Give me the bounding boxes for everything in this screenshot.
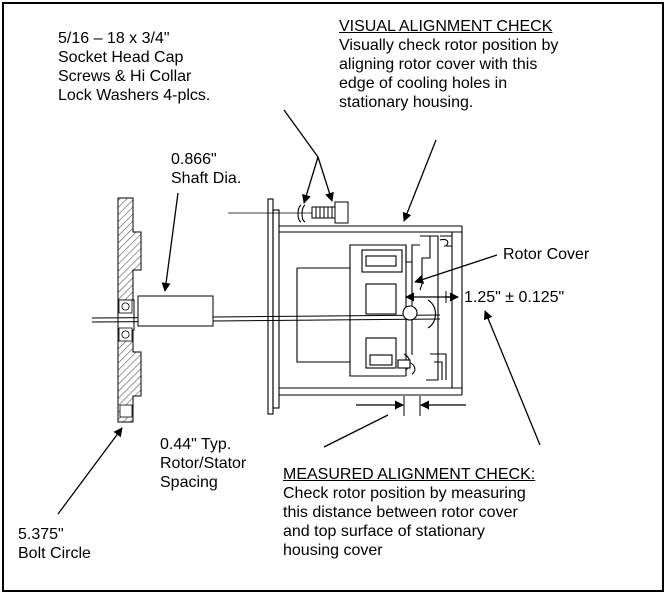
rotor-cover-label: Rotor Cover (503, 245, 589, 264)
measured-check-line-1: Check rotor position by measuring (283, 485, 526, 502)
visual-check-line-4: stationary housing. (339, 94, 474, 111)
measured-check-title: MEASURED ALIGNMENT CHECK: (283, 466, 536, 483)
shaft-label: 0.866" Shaft Dia. (171, 150, 241, 188)
spacing-line-3: Spacing (160, 474, 218, 491)
distance-label: 1.25" ± 0.125" (464, 288, 564, 307)
leader-lines (57, 109, 541, 515)
shaft (91, 295, 441, 327)
motor-housing (267, 198, 463, 415)
cap-screw (228, 201, 349, 224)
screws-line-2: Socket Head Cap (58, 49, 184, 66)
bolt-circle-line-1: 5.375" (18, 526, 64, 543)
visual-check-label: VISUAL ALIGNMENT CHECK Visually check ro… (339, 17, 558, 112)
screws-label: 5/16 – 18 x 3/4" Socket Head Cap Screws … (58, 29, 210, 105)
spacing-line-2: Rotor/Stator (160, 455, 247, 472)
measured-check-label: MEASURED ALIGNMENT CHECK: Check rotor po… (283, 465, 535, 560)
measured-check-line-4: housing cover (283, 542, 383, 559)
rotor-cover-text: Rotor Cover (503, 246, 590, 263)
visual-check-line-2: aligning rotor cover with this (339, 56, 538, 73)
visual-check-line-3: edge of cooling holes in (339, 75, 508, 92)
screws-line-1: 5/16 – 18 x 3/4" (58, 30, 170, 47)
bolt-circle-label: 5.375" Bolt Circle (18, 525, 91, 563)
shaft-line-2: Shaft Dia. (171, 170, 242, 187)
distance-text: 1.25" ± 0.125" (464, 289, 565, 306)
measured-check-line-3: and top surface of stationary (283, 523, 485, 540)
screws-line-4: Lock Washers 4-plcs. (58, 87, 211, 104)
spacing-label: 0.44" Typ. Rotor/Stator Spacing (160, 435, 246, 492)
visual-check-title: VISUAL ALIGNMENT CHECK (339, 18, 553, 35)
screws-line-3: Screws & Hi Collar (58, 68, 192, 85)
bolt-circle-line-2: Bolt Circle (18, 545, 91, 562)
mounting-flange (117, 197, 142, 423)
shaft-line-1: 0.866" (171, 151, 217, 168)
spacing-line-1: 0.44" Typ. (160, 436, 232, 453)
visual-check-line-1: Visually check rotor position by (339, 37, 559, 54)
measured-check-line-2: this distance between rotor cover (283, 504, 518, 521)
